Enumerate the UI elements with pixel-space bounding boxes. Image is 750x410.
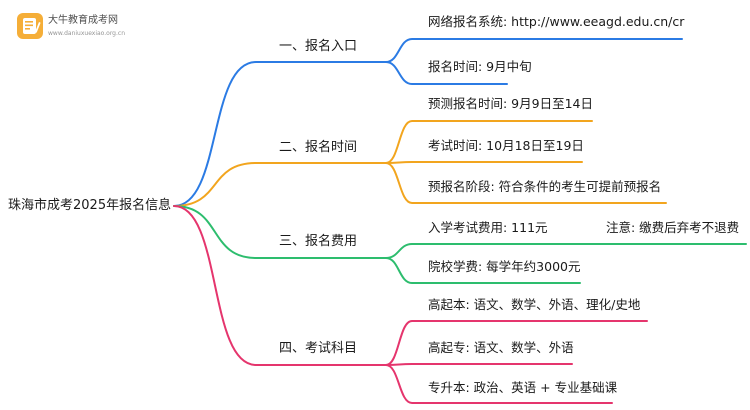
branch-2-connector [173,162,387,207]
branch-4-label: 四、考试科目 [279,341,358,356]
branch-2-child-1-connector [385,120,593,164]
branch-1-child-2: 报名时间: 9月中旬 [428,59,532,74]
branch-1-label: 一、报名入口 [279,39,358,54]
branch-1-child-1: 网络报名系统: http://www.eeagd.edu.cn/cr [428,14,685,29]
logo-url: www.daniuxuexiao.org.cn [48,30,125,37]
book-icon [17,13,43,39]
branch-1-child-1-connector [385,38,683,63]
branch-3-label: 三、报名费用 [279,234,358,249]
branch-4-child-3: 专升本: 政治、英语 + 专业基础课 [428,380,618,395]
branch-4-child-2: 高起专: 语文、数学、外语 [428,340,574,355]
branch-4-child-1-connector [385,320,648,366]
branch-4-connector [173,205,387,366]
branch-3-child-1-note: 注意: 缴费后弃考不退费 [606,220,740,235]
branch-3-child-2-connector [385,257,581,284]
branch-2-child-1: 预测报名时间: 9月9日至14日 [428,96,593,111]
branch-2-child-2: 考试时间: 10月18日至19日 [428,138,584,153]
branch-2-child-3-connector [385,162,667,204]
branch-3-child-1-connector [385,243,593,259]
branch-4-child-2-connector [385,363,573,366]
branch-1-child-2-connector [385,61,508,85]
branch-2-child-2-connector [385,161,583,164]
branch-1-connector [173,61,387,207]
branch-3-connector [173,205,387,259]
logo-name: 大牛教育成考网 [48,15,118,26]
branch-2-child-3: 预报名阶段: 符合条件的考生可提前预报名 [428,179,662,194]
branch-2-label: 二、报名时间 [279,140,358,155]
branch-3-child-2: 院校学费: 每学年约3000元 [428,259,581,274]
site-logo: 大牛教育成考网 www.daniuxuexiao.org.cn [16,12,128,44]
branch-4-child-3-connector [385,364,613,404]
branch-3-child-1: 入学考试费用: 111元 [428,220,548,235]
root-topic: 珠海市成考2025年报名信息 [8,198,172,213]
branch-4-child-1: 高起本: 语文、数学、外语、理化/史地 [428,297,641,312]
